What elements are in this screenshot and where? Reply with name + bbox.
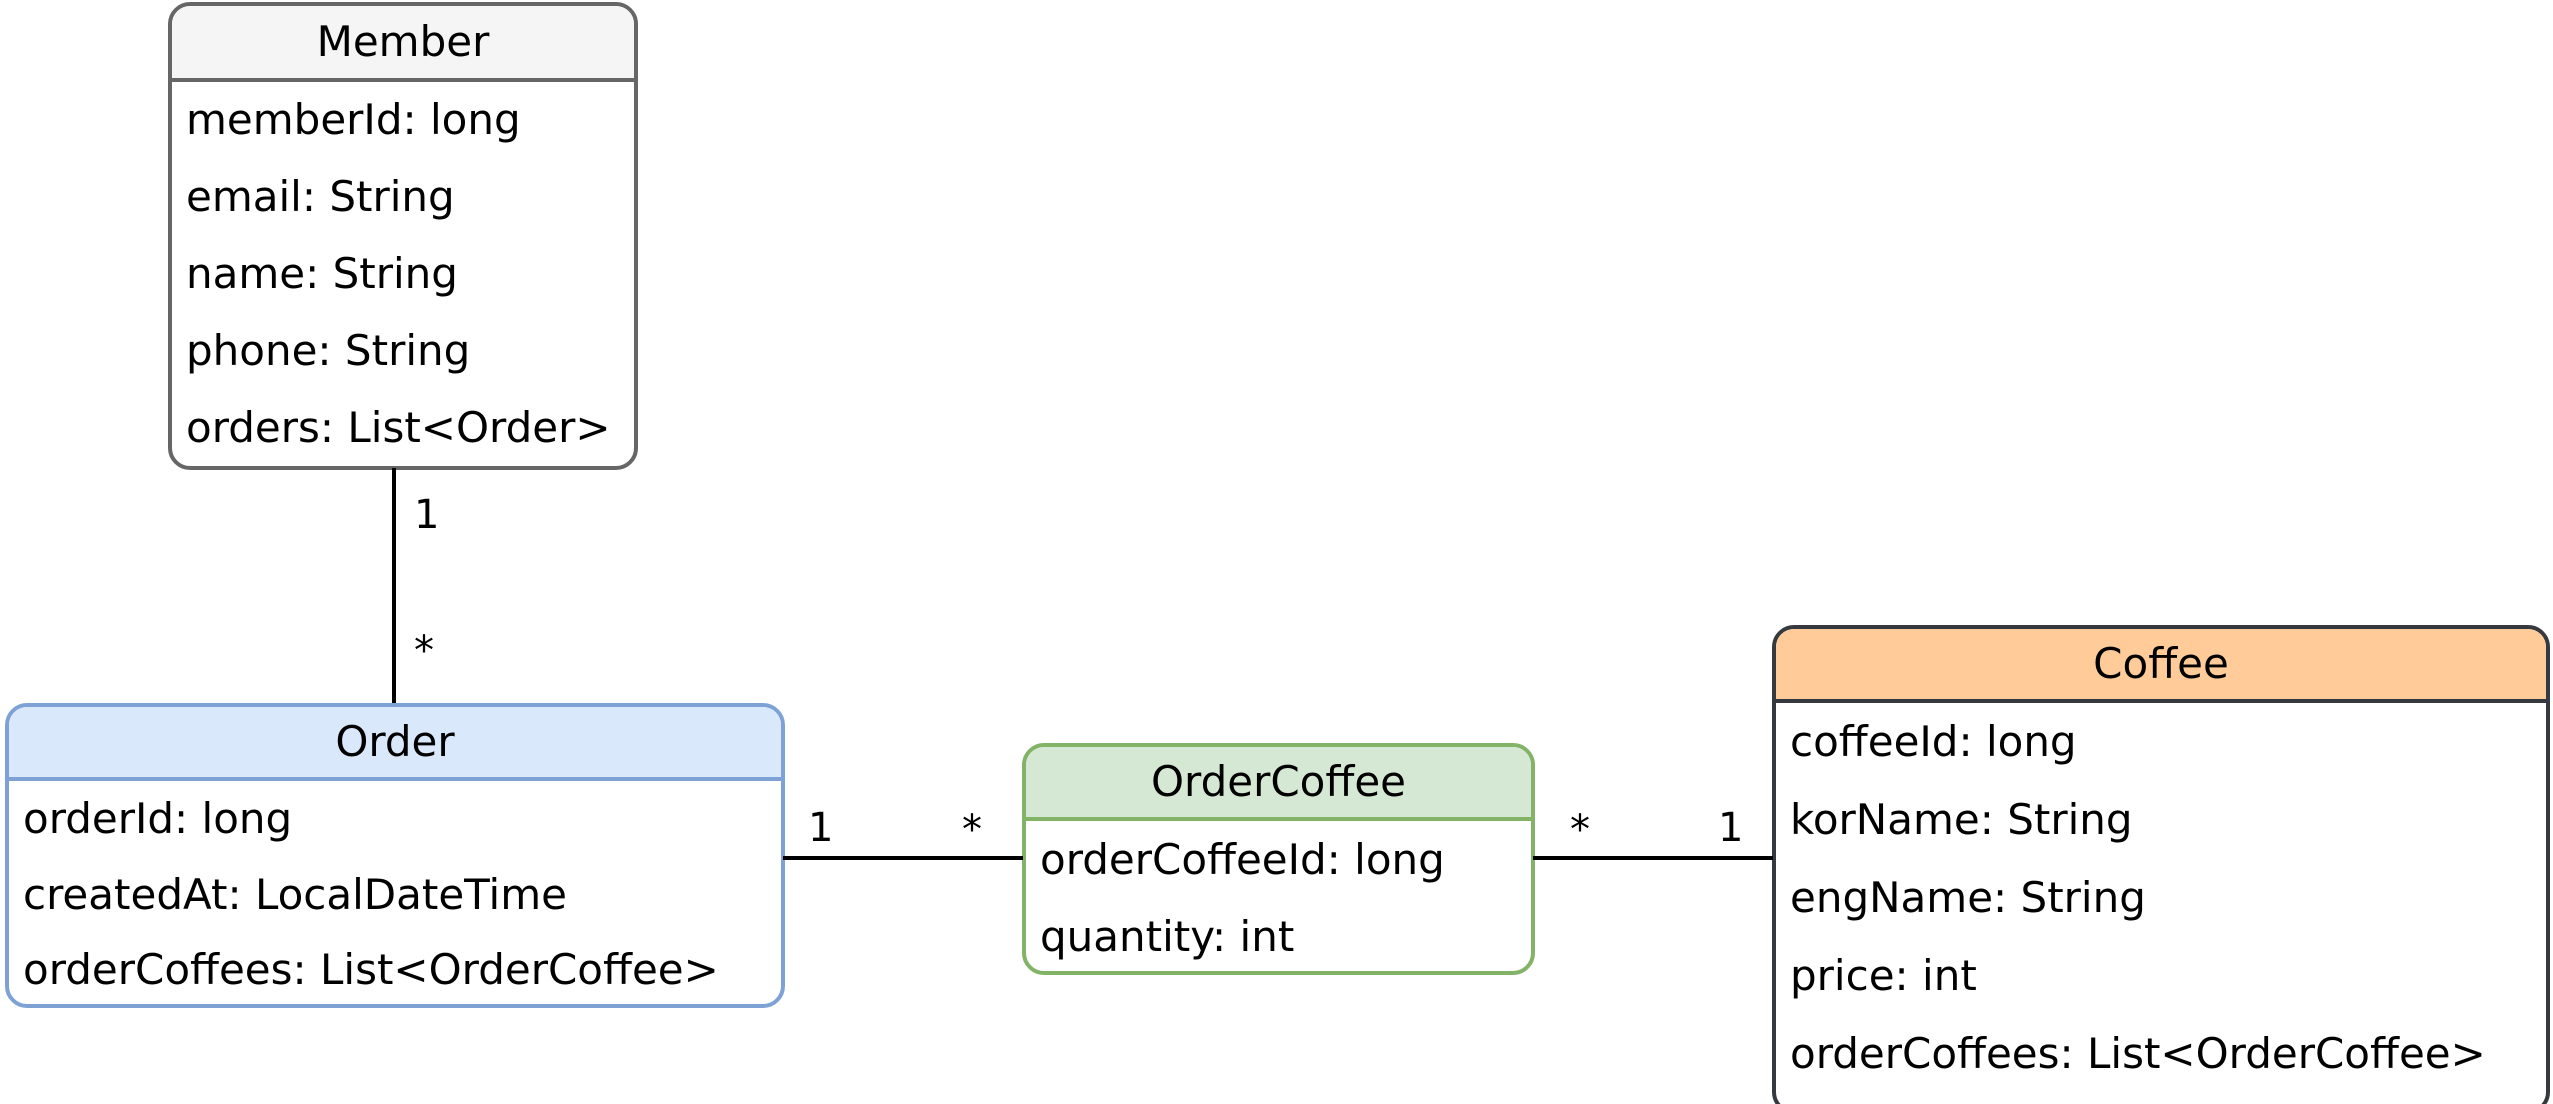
class-attribute: coffeeId: long: [1790, 717, 2077, 766]
class-header-ordercoffee: OrderCoffee: [1026, 747, 1531, 821]
class-attributes-coffee: coffeeId: long korName: String engName: …: [1776, 703, 2546, 1104]
association-line-order-ordercoffee[interactable]: [783, 856, 1023, 860]
class-box-ordercoffee[interactable]: OrderCoffee orderCoffeeId: long quantity…: [1022, 743, 1535, 975]
class-attribute: quantity: int: [1040, 911, 1295, 961]
class-attributes-member: memberId: long email: String name: Strin…: [172, 82, 634, 466]
class-attribute: orderCoffees: List<OrderCoffee>: [23, 945, 719, 995]
class-box-order[interactable]: Order orderId: long createdAt: LocalDate…: [5, 703, 785, 1008]
class-box-member[interactable]: Member memberId: long email: String name…: [168, 2, 638, 470]
multiplicity-label-member-side: 1: [414, 492, 440, 538]
class-header-member: Member: [172, 6, 634, 82]
association-line-ordercoffee-coffee[interactable]: [1533, 856, 1773, 860]
class-attribute: orderCoffees: List<OrderCoffee>: [1790, 1029, 2486, 1078]
class-attribute: price: int: [1790, 951, 1977, 1000]
class-attributes-ordercoffee: orderCoffeeId: long quantity: int: [1026, 821, 1531, 971]
class-attribute: orderId: long: [23, 793, 293, 843]
class-attribute: createdAt: LocalDateTime: [23, 869, 567, 919]
class-attribute: orderCoffeeId: long: [1040, 834, 1445, 884]
class-attributes-order: orderId: long createdAt: LocalDateTime o…: [9, 781, 781, 1004]
class-box-coffee[interactable]: Coffee coffeeId: long korName: String en…: [1772, 625, 2550, 1104]
class-attribute: email: String: [186, 172, 455, 222]
multiplicity-label-ordercoffee-to-coffee: *: [1570, 807, 1590, 853]
class-header-order: Order: [9, 707, 781, 781]
multiplicity-label-order-side: *: [414, 628, 434, 674]
class-attribute: korName: String: [1790, 795, 2133, 844]
multiplicity-label-coffee-from-ordercoffee: 1: [1718, 805, 1744, 851]
class-attribute: phone: String: [186, 325, 471, 375]
class-attribute: orders: List<Order>: [186, 402, 611, 452]
class-attribute: memberId: long: [186, 95, 521, 145]
association-line-member-order[interactable]: [392, 468, 396, 703]
class-attribute: name: String: [186, 248, 458, 298]
class-header-coffee: Coffee: [1776, 629, 2546, 703]
multiplicity-label-order-to-ordercoffee: 1: [808, 805, 834, 851]
class-attribute: engName: String: [1790, 873, 2146, 922]
multiplicity-label-ordercoffee-from-order: *: [962, 807, 982, 853]
